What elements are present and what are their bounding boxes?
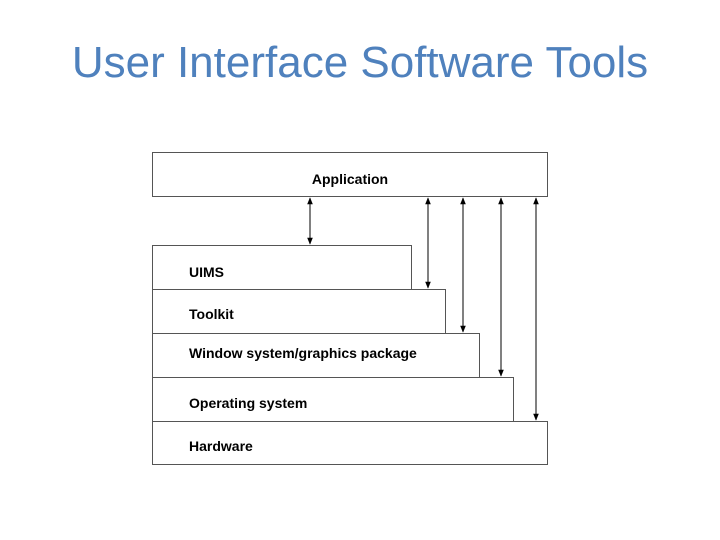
uims-box: UIMS <box>152 245 412 290</box>
application-box: Application <box>152 152 548 197</box>
hardware-box: Hardware <box>152 421 548 465</box>
uims-label: UIMS <box>189 264 224 280</box>
application-label: Application <box>311 171 389 187</box>
slide-title: User Interface Software Tools <box>71 38 649 87</box>
hardware-label: Hardware <box>189 438 253 454</box>
toolkit-label: Toolkit <box>189 306 234 322</box>
operating-system-label: Operating system <box>189 395 308 411</box>
window-system-label: Window system/graphics package <box>189 345 417 361</box>
window-system-box: Window system/graphics package <box>152 333 480 378</box>
